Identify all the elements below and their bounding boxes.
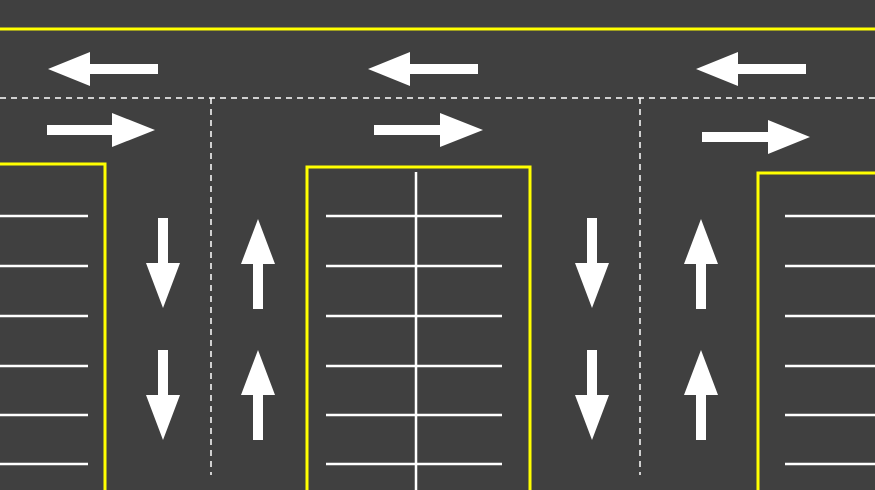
aisle-right-arrows (575, 218, 718, 440)
left-island-curb (0, 162, 107, 490)
south-arrow-icon (575, 218, 609, 308)
east-arrow-icon (702, 120, 810, 154)
west-arrow-icon (696, 52, 806, 86)
parking-row-left (0, 214, 88, 466)
parking-row-right (785, 214, 875, 466)
south-arrow-icon (146, 218, 180, 308)
east-arrow-icon (374, 113, 483, 147)
westbound-arrows (48, 52, 806, 86)
south-arrow-icon (146, 350, 180, 440)
aisle-left-arrows (146, 218, 275, 440)
right-island-curb (756, 171, 875, 490)
north-arrow-icon (684, 350, 718, 440)
eastbound-arrows (47, 113, 810, 154)
north-arrow-icon (241, 219, 275, 309)
south-arrow-icon (575, 350, 609, 440)
west-arrow-icon (368, 52, 478, 86)
west-arrow-icon (48, 52, 158, 86)
north-arrow-icon (241, 350, 275, 440)
center-island-curb (305, 165, 532, 490)
north-arrow-icon (684, 219, 718, 309)
east-arrow-icon (47, 113, 155, 147)
parking-row-center (326, 214, 502, 466)
